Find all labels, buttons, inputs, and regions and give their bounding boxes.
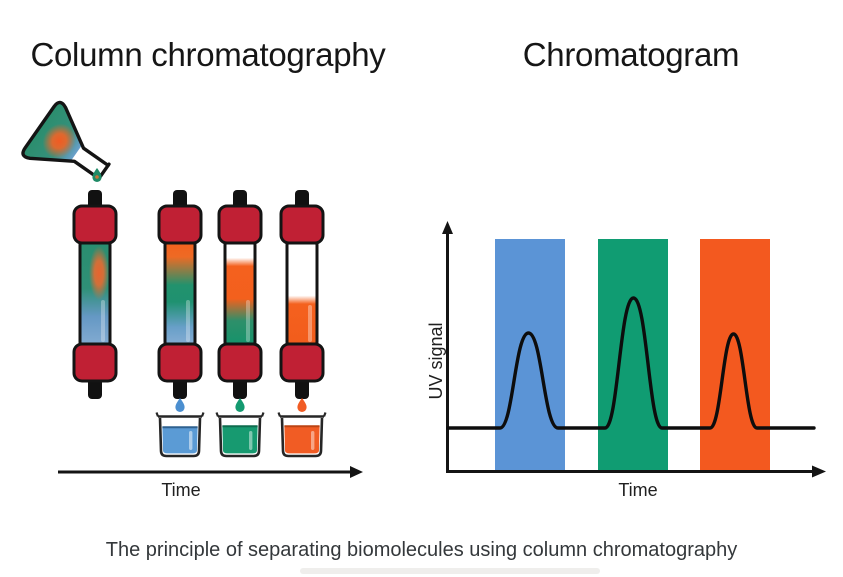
uv-signal-curve bbox=[446, 296, 816, 430]
right-panel-title: Chromatogram bbox=[522, 36, 740, 73]
drop-green-icon bbox=[235, 398, 245, 412]
flask-drop-icon bbox=[92, 168, 102, 182]
cropped-caption-remnant bbox=[300, 568, 600, 574]
beaker-orange bbox=[277, 412, 327, 458]
drop-blue-icon bbox=[175, 398, 185, 412]
arrow-right-icon bbox=[812, 465, 826, 478]
y-axis bbox=[442, 221, 453, 473]
beaker-green bbox=[215, 412, 265, 458]
column-stage-4 bbox=[279, 190, 325, 399]
beaker-blue bbox=[155, 412, 205, 458]
column-stage-1 bbox=[72, 190, 118, 399]
left-time-axis-label: Time bbox=[161, 480, 201, 500]
x-axis bbox=[446, 465, 826, 478]
band-green bbox=[598, 239, 668, 471]
flask-orange-blob bbox=[42, 123, 76, 159]
arrow-up-icon bbox=[442, 221, 453, 234]
flask-icon bbox=[21, 100, 111, 182]
column-stage-3 bbox=[217, 190, 263, 399]
figure-caption: The principle of separating biomolecules… bbox=[105, 539, 738, 561]
left-time-axis bbox=[58, 466, 363, 478]
band-blue bbox=[495, 239, 565, 471]
arrow-right-icon bbox=[350, 466, 363, 478]
drop-orange-icon bbox=[297, 398, 307, 412]
left-panel-title: Column chromatography bbox=[30, 36, 386, 73]
chromatogram-plot bbox=[442, 221, 826, 478]
y-axis-label: UV signal bbox=[426, 322, 446, 400]
column-stage-2 bbox=[157, 190, 203, 399]
x-axis-label: Time bbox=[618, 480, 658, 500]
band-orange bbox=[700, 239, 770, 471]
